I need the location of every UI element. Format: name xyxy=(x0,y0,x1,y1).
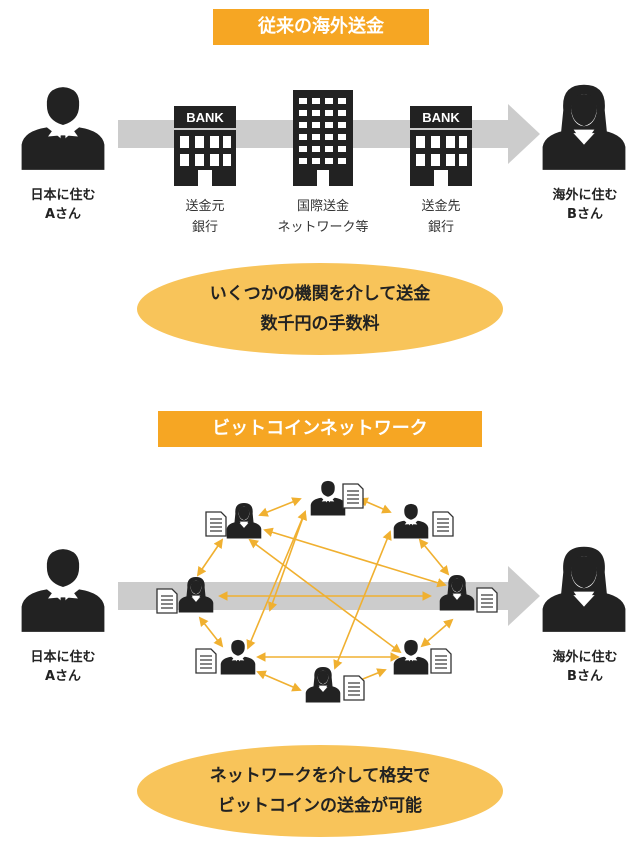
summary-2-line1: ネットワークを介して格安で xyxy=(209,766,431,786)
network-node-bottom xyxy=(305,666,341,703)
receiver-label-2-line2: Bさん xyxy=(567,669,603,684)
network-node-upper-right xyxy=(393,503,429,539)
person-sender-2 xyxy=(21,549,105,632)
bank-building-sender xyxy=(174,106,236,186)
section2-title: ビットコインネットワーク xyxy=(158,411,482,447)
receiver-label-2: 海外に住む Bさん xyxy=(535,648,635,686)
institution-line2: 銀行 xyxy=(427,220,454,235)
document-icon xyxy=(342,483,364,509)
receiver-label-2-line1: 海外に住む xyxy=(552,650,618,665)
institution-label-sender-bank: 送金元 銀行 xyxy=(155,196,255,238)
document-icon xyxy=(432,511,454,537)
sender-label-2-line1: 日本に住む xyxy=(30,650,96,665)
summary-ellipse-2: ネットワークを介して格安で ビットコインの送金が可能 xyxy=(137,745,503,837)
person-sender-1 xyxy=(21,87,105,170)
document-icon xyxy=(476,587,498,613)
network-node-top xyxy=(310,480,346,516)
document-icon xyxy=(205,511,227,537)
sender-label-2-line2: Aさん xyxy=(44,669,82,684)
institution-line1: 送金先 xyxy=(421,199,461,214)
institution-label-network: 国際送金 ネットワーク等 xyxy=(258,196,388,238)
document-icon xyxy=(430,648,452,674)
section1-title: 従来の海外送金 xyxy=(213,9,429,45)
person-receiver-2 xyxy=(542,546,626,632)
institution-line1: 送金元 xyxy=(185,199,225,214)
institution-label-receiver-bank: 送金先 銀行 xyxy=(391,196,491,238)
summary-1-line1: いくつかの機関を介して送金 xyxy=(209,284,431,304)
sender-label-1-line2: Aさん xyxy=(44,207,82,222)
network-links xyxy=(196,497,454,692)
bank-sign-1: BANK xyxy=(186,110,224,125)
sender-label-1: 日本に住む Aさん xyxy=(13,186,113,224)
institution-line2: 銀行 xyxy=(191,220,218,235)
person-receiver-1 xyxy=(542,84,626,170)
summary-ellipse-1: いくつかの機関を介して送金 数千円の手数料 xyxy=(137,263,503,355)
network-node-upper-left xyxy=(226,502,262,539)
receiver-label-1: 海外に住む Bさん xyxy=(535,186,635,224)
summary-2-line2: ビットコインの送金が可能 xyxy=(218,796,422,816)
institution-line1: 国際送金 xyxy=(296,199,349,214)
institution-line2: ネットワーク等 xyxy=(277,220,369,235)
document-icon xyxy=(156,588,178,614)
sender-label-1-line1: 日本に住む xyxy=(30,188,96,203)
bank-building-receiver xyxy=(410,106,472,186)
document-icon xyxy=(343,675,365,701)
network-building xyxy=(293,90,353,186)
document-icon xyxy=(195,648,217,674)
network-node-lower-left xyxy=(220,639,256,675)
bank-sign-2: BANK xyxy=(422,110,460,125)
receiver-label-1-line2: Bさん xyxy=(567,207,603,222)
summary-1-line2: 数千円の手数料 xyxy=(260,314,380,334)
receiver-label-1-line1: 海外に住む xyxy=(552,188,618,203)
sender-label-2: 日本に住む Aさん xyxy=(13,648,113,686)
